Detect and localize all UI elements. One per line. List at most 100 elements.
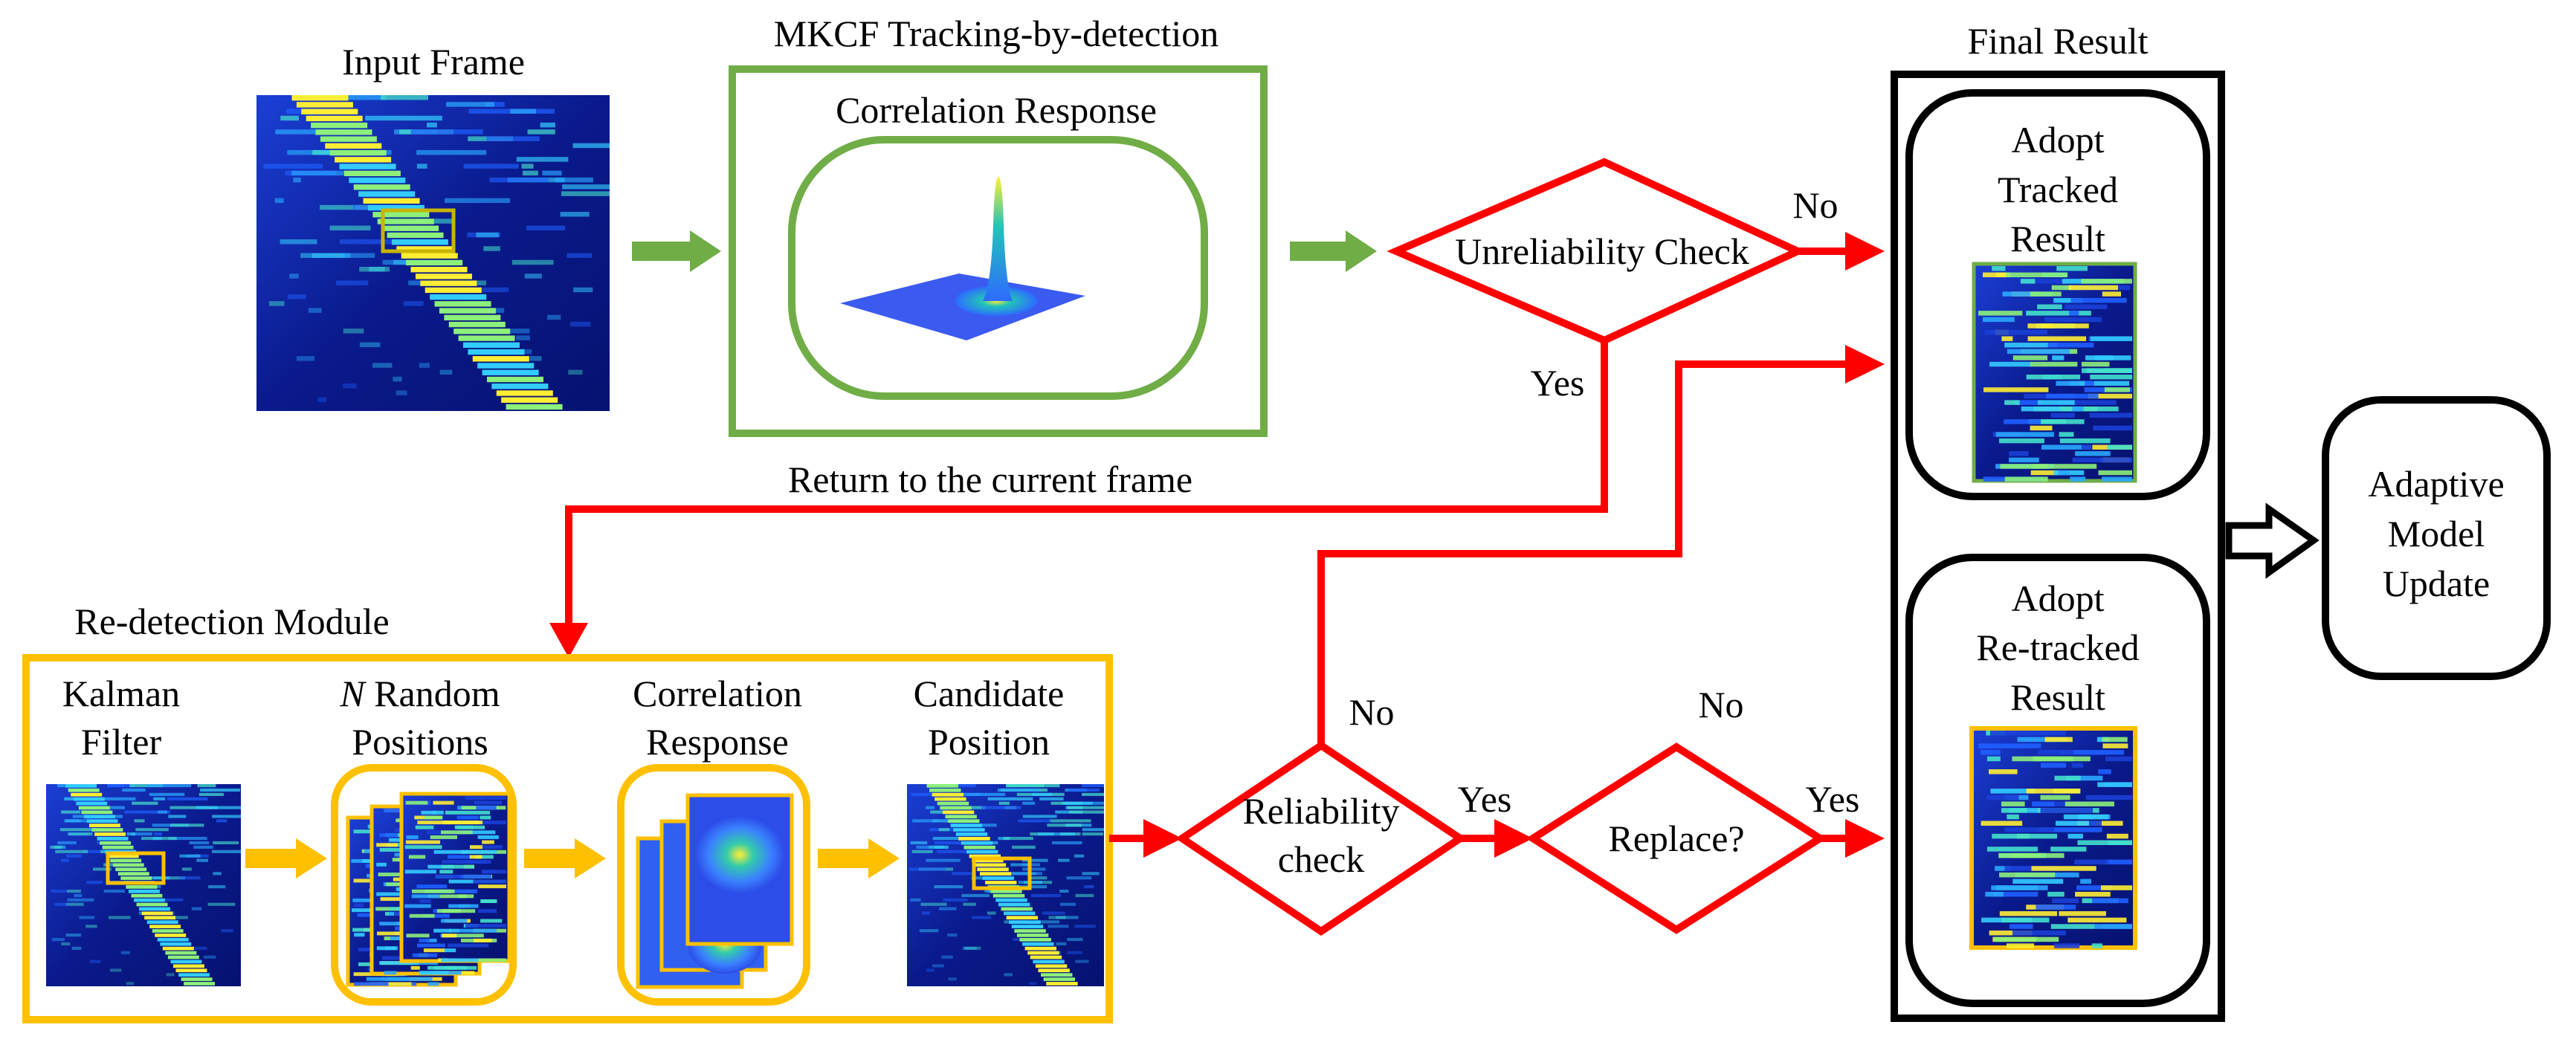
heat-track-segment bbox=[932, 792, 964, 797]
input-frame-title: Input Frame bbox=[342, 41, 525, 82]
heat-speckle bbox=[416, 149, 487, 155]
heat-cell bbox=[2053, 297, 2083, 303]
heat-cell bbox=[2050, 847, 2087, 852]
heat-cell bbox=[369, 982, 412, 986]
unreliability-no-label: No bbox=[1792, 184, 1838, 226]
heat-cell bbox=[2058, 470, 2070, 476]
final-result-title: Final Result bbox=[1967, 20, 2148, 62]
random-positions-stack bbox=[346, 792, 511, 987]
heat-cell bbox=[2059, 438, 2111, 444]
heat-cell bbox=[385, 946, 397, 951]
random-label-2: Positions bbox=[352, 721, 488, 763]
heat-speckle bbox=[286, 109, 306, 114]
heat-speckle bbox=[446, 102, 495, 107]
heat-cell bbox=[1999, 438, 2044, 444]
heat-cell bbox=[480, 821, 506, 825]
heat-cell bbox=[453, 874, 491, 879]
heat-speckle bbox=[562, 184, 610, 190]
heat-track-segment bbox=[430, 294, 487, 300]
heat-speckle bbox=[403, 301, 424, 306]
heat-track-segment bbox=[977, 867, 1009, 872]
heat-cell bbox=[1999, 910, 2058, 916]
heat-speckle bbox=[196, 806, 241, 809]
heat-track-segment bbox=[462, 342, 520, 348]
heat-speckle bbox=[963, 946, 977, 950]
heat-track-segment bbox=[453, 329, 511, 334]
heat-cell bbox=[2081, 361, 2110, 367]
heat-track-segment bbox=[974, 863, 1007, 867]
heat-cell bbox=[2013, 400, 2042, 405]
heat-track-segment bbox=[501, 397, 558, 403]
heat-cell bbox=[2054, 943, 2080, 948]
heat-cell bbox=[2026, 375, 2081, 380]
redetection-title: Re-detection Module bbox=[74, 601, 390, 642]
heat-speckle bbox=[555, 177, 593, 183]
heat-cell bbox=[2086, 368, 2132, 373]
heat-cell bbox=[2074, 859, 2109, 865]
heat-track-segment bbox=[335, 157, 392, 163]
heat-speckle bbox=[560, 212, 590, 217]
heat-track-segment bbox=[491, 384, 549, 389]
reliability-label-1: Reliability bbox=[1242, 790, 1399, 832]
heat-speckle bbox=[527, 129, 555, 135]
heat-track-segment bbox=[1006, 916, 1039, 920]
heat-cell bbox=[2004, 343, 2058, 348]
heat-cell bbox=[424, 815, 443, 820]
heat-cell bbox=[465, 796, 483, 800]
heat-track-segment bbox=[88, 824, 120, 827]
heat-track-segment bbox=[372, 212, 430, 218]
heat-cell bbox=[2055, 821, 2097, 826]
heat-cell bbox=[2000, 464, 2048, 469]
heat-cell bbox=[2098, 769, 2111, 774]
heat-cell bbox=[2004, 476, 2048, 482]
heat-speckle bbox=[203, 955, 216, 959]
heat-speckle bbox=[934, 885, 963, 889]
heat-track-segment bbox=[339, 164, 396, 169]
heat-speckle bbox=[120, 951, 130, 954]
heat-track-segment bbox=[396, 246, 453, 252]
adaptive-label-3: Update bbox=[2383, 563, 2490, 604]
heat-speckle bbox=[570, 321, 591, 327]
heat-speckle bbox=[372, 363, 393, 368]
heat-speckle bbox=[126, 982, 135, 986]
heat-cell bbox=[2063, 814, 2093, 820]
heat-speckle bbox=[393, 376, 402, 382]
heat-speckle bbox=[910, 898, 921, 902]
heat-speckle bbox=[934, 845, 945, 849]
heat-speckle bbox=[516, 335, 530, 340]
heat-cell bbox=[2106, 833, 2128, 839]
heat-cell bbox=[406, 934, 430, 938]
heat-cell bbox=[399, 961, 439, 965]
heat-speckle bbox=[998, 788, 1040, 792]
heat-cell bbox=[2031, 866, 2096, 871]
heat-speckle bbox=[939, 907, 957, 910]
heat-cell bbox=[1978, 743, 2041, 748]
heat-cell bbox=[480, 919, 503, 923]
heat-speckle bbox=[317, 397, 326, 402]
heat-speckle bbox=[941, 955, 953, 959]
heat-cell bbox=[436, 909, 476, 913]
heat-speckle bbox=[365, 115, 442, 121]
heat-speckle bbox=[149, 792, 185, 796]
heat-track-segment bbox=[144, 916, 176, 920]
heat-track-segment bbox=[425, 287, 482, 294]
heat-cell bbox=[2007, 349, 2070, 355]
heat-cell bbox=[440, 830, 473, 835]
heat-cell bbox=[2068, 285, 2118, 291]
heat-speckle bbox=[68, 832, 93, 836]
heat-track-segment bbox=[320, 136, 377, 142]
heat-track-segment bbox=[181, 977, 213, 981]
heat-speckle bbox=[196, 858, 209, 862]
heat-cell bbox=[2001, 808, 2027, 813]
heat-cell bbox=[2050, 924, 2095, 929]
adopt-tracked-panel bbox=[1905, 89, 2210, 500]
heat-track-segment bbox=[1030, 955, 1062, 960]
heat-cell bbox=[408, 855, 426, 859]
heat-speckle bbox=[1084, 885, 1094, 889]
heat-cell bbox=[416, 884, 448, 889]
heat-cell bbox=[376, 892, 418, 896]
heat-speckle bbox=[489, 177, 549, 183]
heat-speckle bbox=[916, 845, 949, 849]
heat-speckle bbox=[566, 253, 593, 258]
heat-cell bbox=[419, 899, 431, 903]
